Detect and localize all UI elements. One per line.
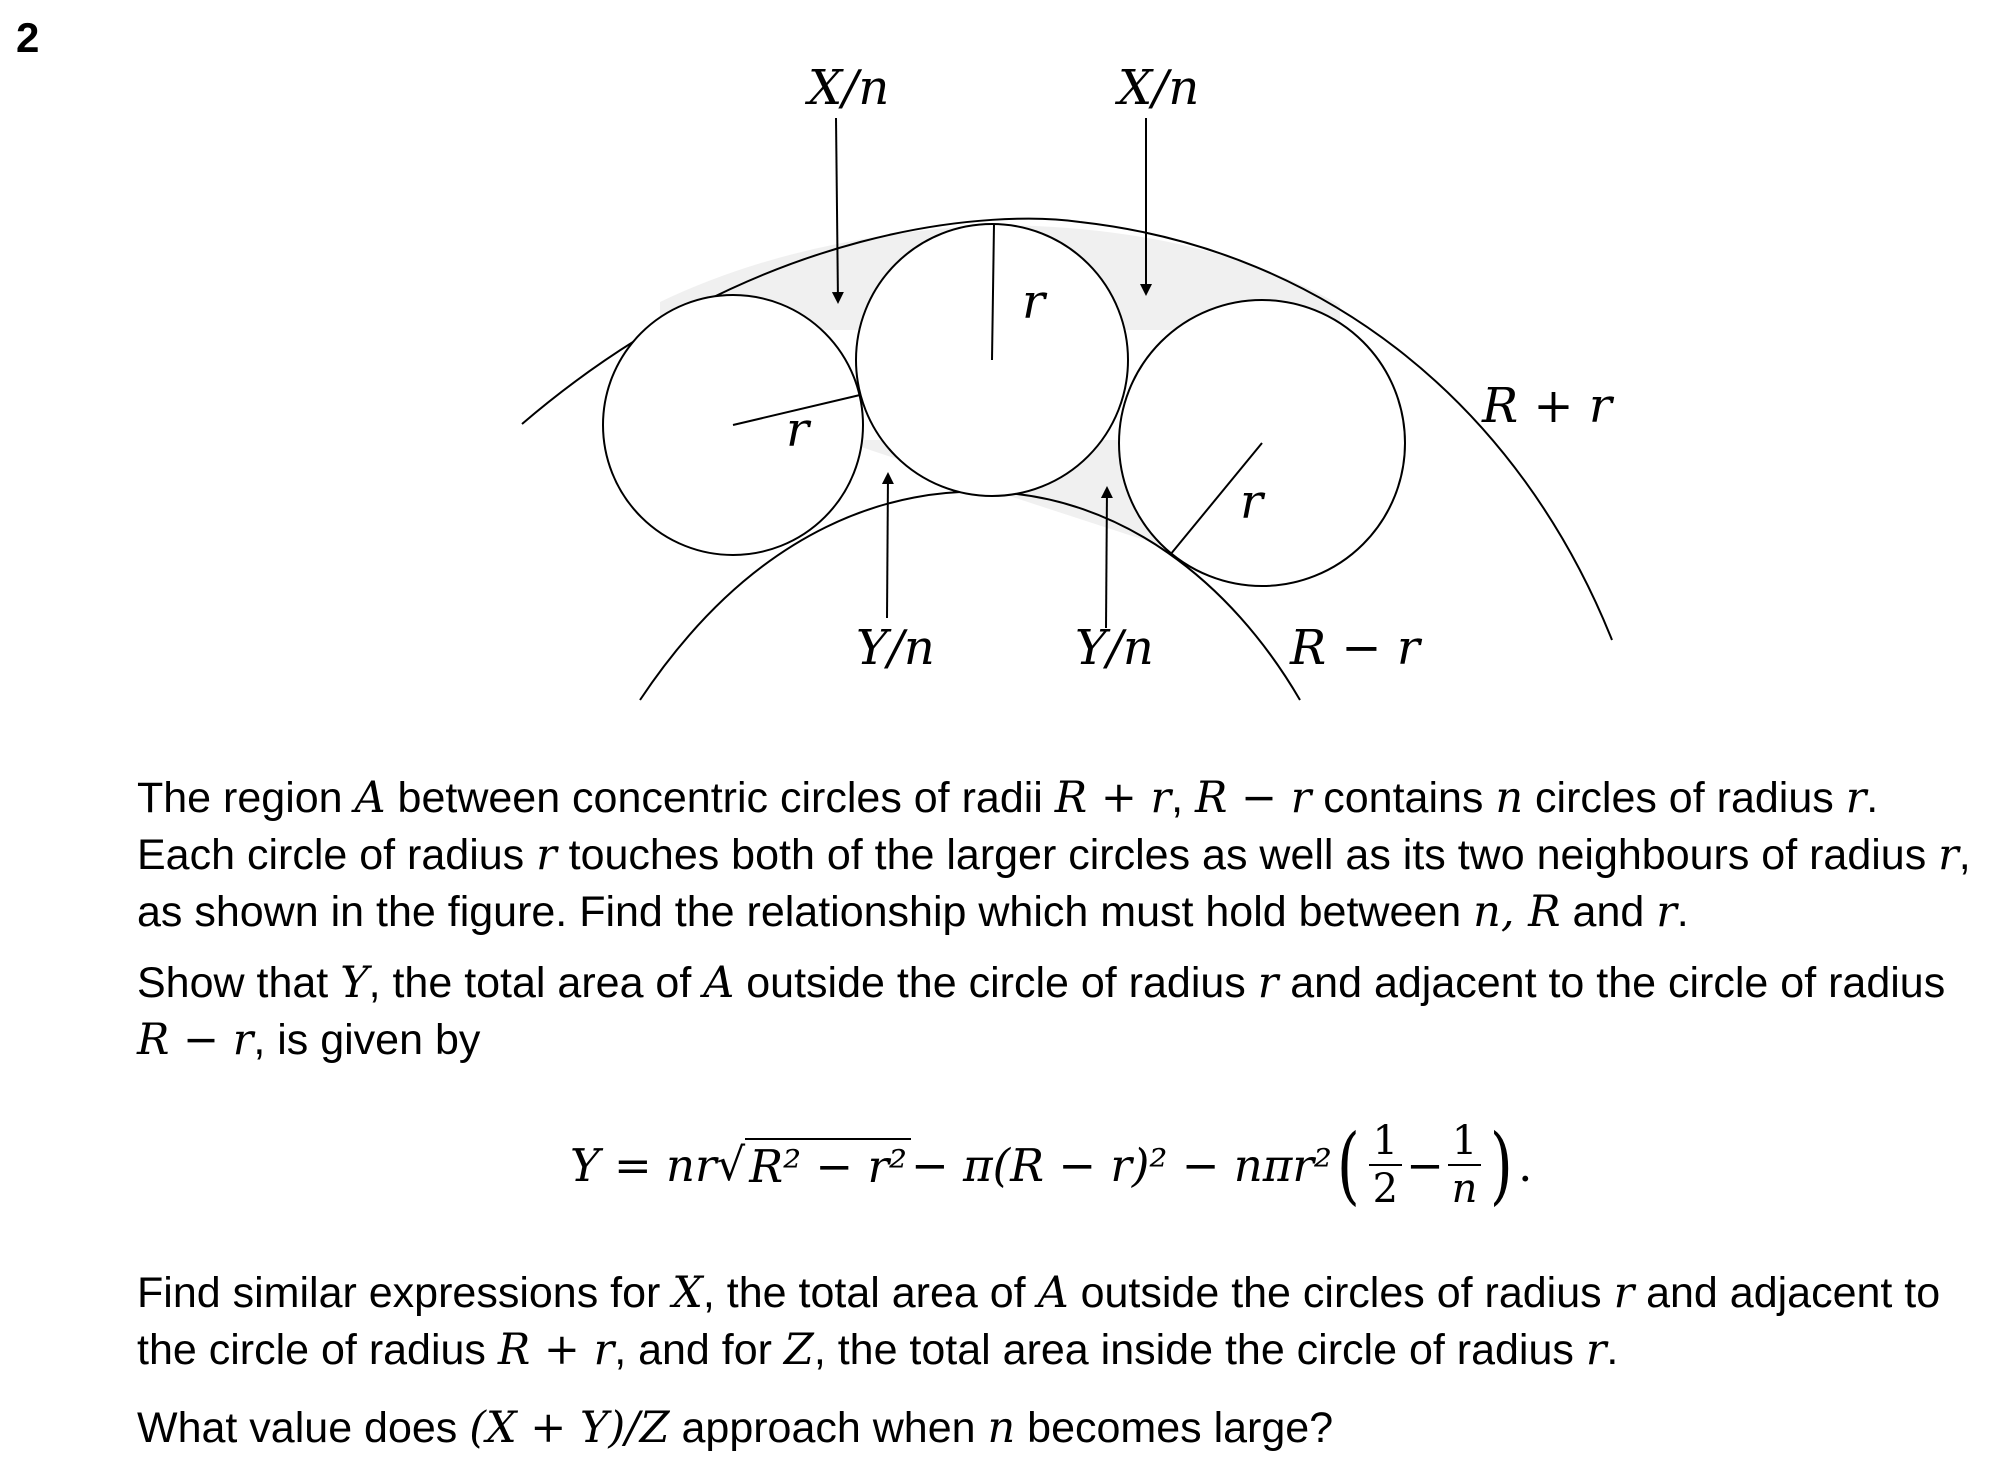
label-x-left: X/n bbox=[804, 60, 889, 116]
arrow-y-right bbox=[1100, 486, 1113, 629]
circles-figure: X/n X/n Y/n Y/n r r r R + r R − r bbox=[521, 60, 1615, 701]
paragraph-3: Find similar expressions for X, the tota… bbox=[137, 1268, 1941, 1375]
question-number: 2 bbox=[16, 14, 40, 61]
formula-close-paren: ) bbox=[1490, 1116, 1514, 1214]
label-r-top: r bbox=[1022, 274, 1048, 330]
label-outer-radius: R + r bbox=[1481, 378, 1615, 434]
formula-open-paren: ( bbox=[1336, 1116, 1360, 1214]
outer-circle-arc bbox=[521, 217, 1613, 641]
formula-lhs: Y = nr bbox=[570, 1138, 717, 1192]
arrow-y-left bbox=[881, 472, 894, 619]
paragraph-4: What value does (X + Y)/Z approach when … bbox=[137, 1403, 1334, 1453]
label-y-left: Y/n bbox=[856, 620, 935, 676]
arrow-x-left bbox=[831, 117, 844, 304]
label-r-left: r bbox=[786, 402, 812, 458]
label-inner-radius: R − r bbox=[1289, 620, 1423, 676]
label-r-right: r bbox=[1240, 474, 1266, 530]
label-y-right: Y/n bbox=[1075, 620, 1154, 676]
radius-line-right bbox=[1169, 442, 1263, 556]
formula-minus: − bbox=[1406, 1138, 1444, 1192]
formula-middle: − π(R − r)² − nπr² bbox=[911, 1138, 1332, 1192]
label-x-right: X/n bbox=[1114, 60, 1199, 116]
formula-radicand: R² − r² bbox=[745, 1137, 911, 1193]
paragraph-2: Show that Y, the total area of A outside… bbox=[137, 958, 1946, 1065]
radius-line-left bbox=[732, 394, 861, 426]
formula-end: . bbox=[1518, 1138, 1533, 1192]
radius-line-middle bbox=[991, 223, 995, 361]
paragraph-1: The region A between concentric circles … bbox=[137, 773, 1971, 937]
formula-sqrt: √R² − r² bbox=[717, 1137, 911, 1193]
